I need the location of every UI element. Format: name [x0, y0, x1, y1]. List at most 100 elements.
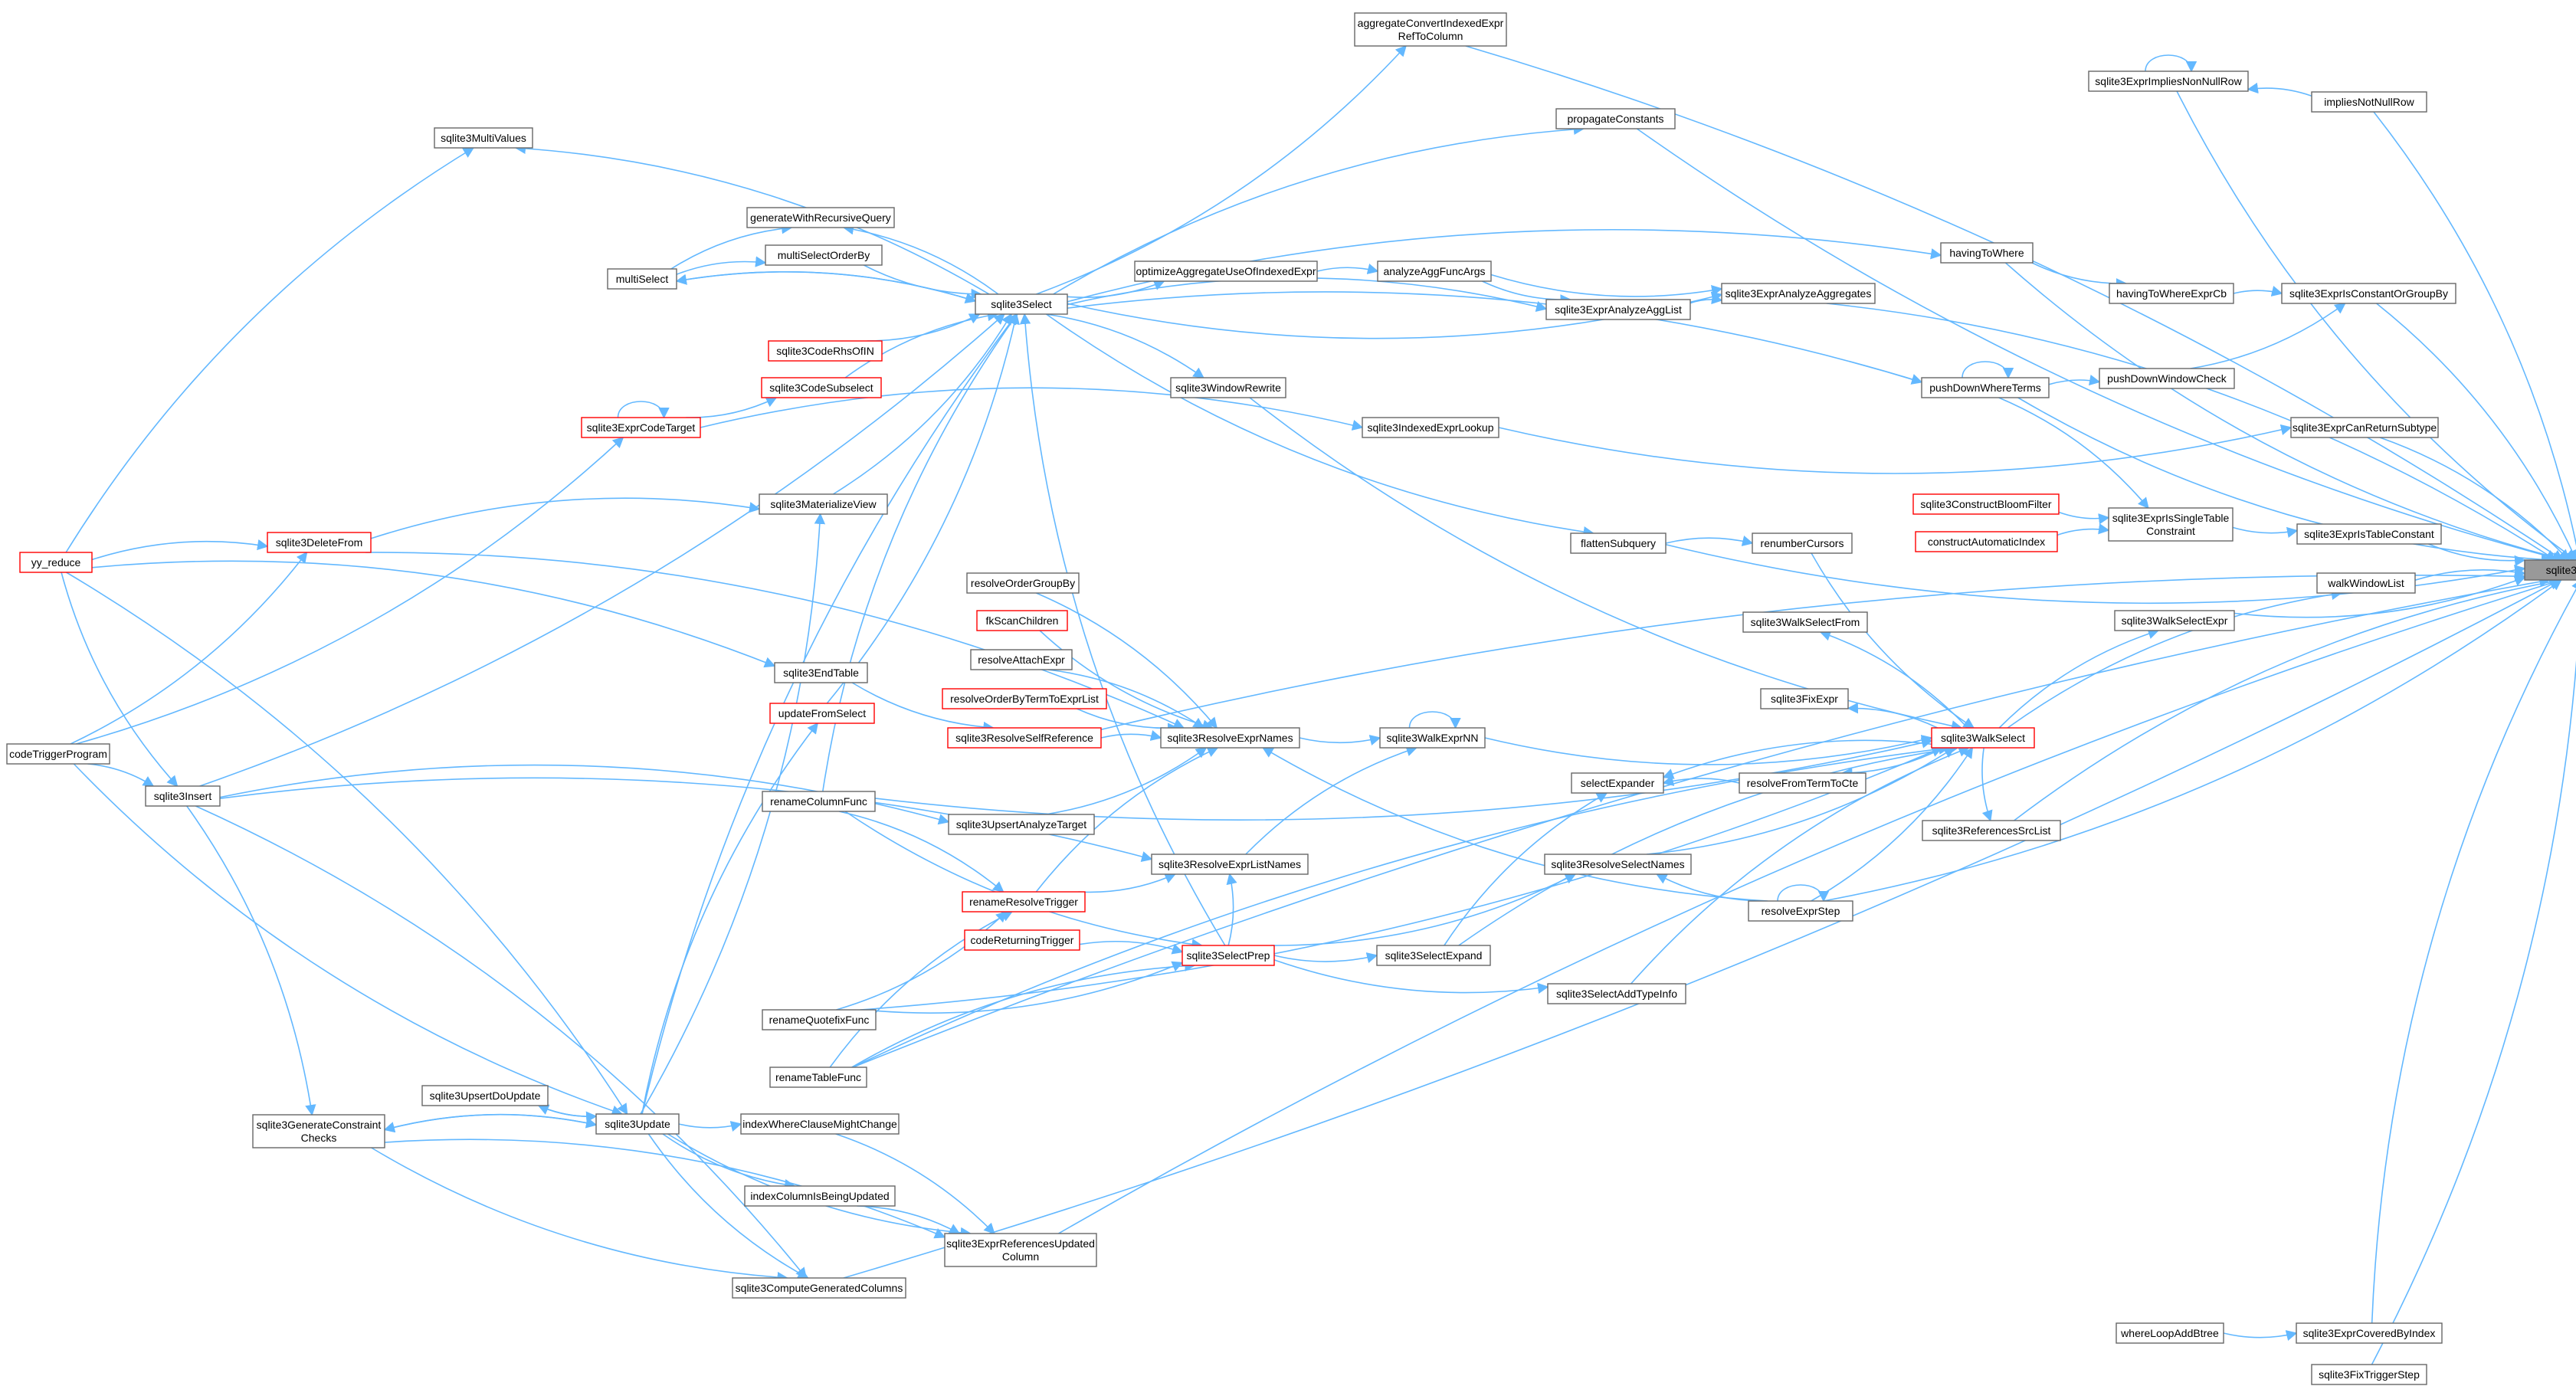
- call-edge: [2031, 262, 2128, 290]
- node-pushDownWhereTerms[interactable]: pushDownWhereTerms: [1921, 377, 2050, 398]
- call-edge: [1819, 630, 1968, 729]
- call-edge: [87, 763, 155, 787]
- node-box: [581, 417, 701, 438]
- node-whereLoopAddBtree[interactable]: whereLoopAddBtree: [2116, 1322, 2224, 1344]
- node-walkSelectFrom[interactable]: sqlite3WalkSelectFrom: [1742, 611, 1868, 633]
- call-edge: [1067, 277, 1548, 313]
- node-exprCanReturnSubtype[interactable]: sqlite3ExprCanReturnSubtype: [2290, 417, 2439, 438]
- node-pushDownWindowCheck[interactable]: pushDownWindowCheck: [2099, 368, 2235, 389]
- node-selectAddTypeInfo[interactable]: sqlite3SelectAddTypeInfo: [1547, 983, 1686, 1004]
- call-edge: [1665, 535, 1754, 546]
- node-constructAutomaticIndex[interactable]: constructAutomaticIndex: [1915, 531, 2058, 552]
- node-sqlite3Update[interactable]: sqlite3Update: [595, 1113, 680, 1135]
- node-optAgg[interactable]: optimizeAggregateUseOfIndexedExpr: [1134, 260, 1318, 282]
- node-exprAnalyzeAggList[interactable]: sqlite3ExprAnalyzeAggList: [1545, 299, 1691, 320]
- node-upsertAnalyzeTarget[interactable]: sqlite3UpsertAnalyzeTarget: [948, 814, 1095, 835]
- node-fkScanChildren[interactable]: fkScanChildren: [976, 610, 1068, 631]
- node-endTable[interactable]: sqlite3EndTable: [774, 662, 868, 683]
- node-walkWindowList[interactable]: walkWindowList: [2316, 572, 2416, 594]
- call-edge: [860, 746, 1943, 1011]
- node-box: [1748, 900, 1853, 922]
- node-fixExpr[interactable]: sqlite3FixExpr: [1760, 688, 1849, 709]
- node-indexWhereClauseMightChange[interactable]: indexWhereClauseMightChange: [740, 1113, 900, 1135]
- node-resolveAttachExpr[interactable]: resolveAttachExpr: [970, 649, 1073, 670]
- node-box: [252, 1114, 385, 1148]
- node-computeGeneratedColumns[interactable]: sqlite3ComputeGeneratedColumns: [732, 1277, 906, 1299]
- node-flattenSubquery[interactable]: flattenSubquery: [1570, 532, 1667, 554]
- node-constructBloomFilter[interactable]: sqlite3ConstructBloomFilter: [1912, 493, 2060, 515]
- node-codeRhsOfIN[interactable]: sqlite3CodeRhsOfIN: [768, 340, 883, 362]
- node-box: [1912, 493, 2060, 515]
- node-updateFromSelect[interactable]: updateFromSelect: [769, 703, 875, 724]
- node-exprIsConstOrGroupBy[interactable]: sqlite3ExprIsConstantOrGroupBy: [2281, 283, 2456, 304]
- node-resolveFromTermToCte[interactable]: resolveFromTermToCte: [1739, 772, 1866, 794]
- node-codeSubselect[interactable]: sqlite3CodeSubselect: [761, 377, 882, 398]
- node-havingToWhereExprCb[interactable]: havingToWhereExprCb: [2109, 283, 2234, 304]
- node-exprAnalyzeAggregates[interactable]: sqlite3ExprAnalyzeAggregates: [1721, 283, 1876, 304]
- node-sqlite3WalkExpr[interactable]: sqlite3WalkExpr: [2524, 559, 2576, 581]
- node-label: selectExpander: [1581, 777, 1655, 789]
- node-selectExpand[interactable]: sqlite3SelectExpand: [1376, 945, 1491, 966]
- call-edge: [1498, 424, 2293, 474]
- node-upsertDoUpdate[interactable]: sqlite3UpsertDoUpdate: [421, 1085, 549, 1106]
- node-selectExpander[interactable]: selectExpander: [1571, 772, 1664, 794]
- node-exprCoveredByIndex[interactable]: sqlite3ExprCoveredByIndex: [2296, 1322, 2443, 1344]
- node-codeTriggerProgram[interactable]: codeTriggerProgram: [6, 743, 110, 765]
- node-impliesNotNullRow[interactable]: impliesNotNullRow: [2311, 91, 2427, 113]
- node-box: [595, 1113, 680, 1135]
- call-edge: [2371, 578, 2576, 1365]
- node-referencesSrcList[interactable]: sqlite3ReferencesSrcList: [1922, 820, 2061, 841]
- node-label: impliesNotNullRow: [2324, 96, 2414, 108]
- node-propagateConstants[interactable]: propagateConstants: [1555, 108, 1676, 129]
- node-codeReturningTrigger[interactable]: codeReturningTrigger: [964, 929, 1080, 951]
- node-windowRewrite[interactable]: sqlite3WindowRewrite: [1170, 377, 1286, 398]
- node-resolveExprListNames[interactable]: sqlite3ResolveExprListNames: [1151, 854, 1309, 875]
- node-yy_reduce[interactable]: yy_reduce: [19, 552, 93, 573]
- node-havingToWhere[interactable]: havingToWhere: [1940, 242, 2034, 264]
- node-exprIsTableConstant[interactable]: sqlite3ExprIsTableConstant: [2296, 523, 2442, 545]
- call-edge: [75, 437, 624, 745]
- node-implNN[interactable]: sqlite3ExprImpliesNonNullRow: [2088, 70, 2249, 92]
- node-label: multiSelectOrderBy: [778, 249, 870, 261]
- node-renameQuotefixFunc[interactable]: renameQuotefixFunc: [762, 1009, 877, 1030]
- node-walkSelectExpr[interactable]: sqlite3WalkSelectExpr: [2114, 610, 2235, 631]
- node-deleteFrom[interactable]: sqlite3DeleteFrom: [267, 532, 372, 553]
- call-edge: [2379, 437, 2570, 562]
- node-renameColumnFunc[interactable]: renameColumnFunc: [762, 791, 876, 812]
- node-selectPrep[interactable]: sqlite3SelectPrep: [1181, 945, 1275, 966]
- node-indexColumnIsBeingUpdated[interactable]: indexColumnIsBeingUpdated: [744, 1185, 896, 1207]
- node-label: sqlite3ExprCoveredByIndex: [2303, 1327, 2436, 1339]
- node-exprCodeTarget[interactable]: sqlite3ExprCodeTarget: [581, 417, 701, 438]
- call-edge: [1046, 313, 1204, 378]
- node-multiSelect[interactable]: multiSelect: [607, 268, 677, 290]
- node-box: [1739, 772, 1866, 794]
- node-multiSelectOrderBy[interactable]: multiSelectOrderBy: [765, 244, 883, 266]
- node-materializeView[interactable]: sqlite3MaterializeView: [759, 493, 888, 515]
- node-resolveExprStep[interactable]: resolveExprStep: [1748, 900, 1853, 922]
- node-resolveSelectNames[interactable]: sqlite3ResolveSelectNames: [1544, 854, 1692, 875]
- node-label: yy_reduce: [31, 556, 81, 568]
- node-resolveOrderByTerm[interactable]: resolveOrderByTermToExprList: [942, 688, 1107, 709]
- node-genRec[interactable]: generateWithRecursiveQuery: [746, 207, 895, 228]
- node-label: sqlite3ExprAnalyzeAggregates: [1726, 287, 1872, 300]
- node-renameResolveTrigger[interactable]: renameResolveTrigger: [962, 891, 1086, 913]
- node-renumberCursors[interactable]: renumberCursors: [1752, 532, 1853, 554]
- node-resolveOrderGroupBy[interactable]: resolveOrderGroupBy: [966, 572, 1080, 594]
- node-sqlite3MultiValues[interactable]: sqlite3MultiValues: [434, 127, 533, 149]
- node-resolveSelfRef[interactable]: sqlite3ResolveSelfReference: [947, 727, 1102, 749]
- node-walkSelect[interactable]: sqlite3WalkSelect: [1931, 727, 2035, 749]
- node-fixTriggerStep[interactable]: sqlite3FixTriggerStep: [2311, 1364, 2427, 1385]
- call-edge: [2004, 262, 2567, 563]
- node-sqlite3Select[interactable]: sqlite3Select: [975, 293, 1068, 315]
- node-walkExprNN[interactable]: sqlite3WalkExprNN: [1379, 727, 1486, 749]
- call-edge: [1484, 735, 1933, 765]
- node-analyzeAggFuncArgs[interactable]: analyzeAggFuncArgs: [1377, 260, 1492, 282]
- node-renameTableFunc[interactable]: renameTableFunc: [769, 1067, 867, 1088]
- node-sqlite3Insert[interactable]: sqlite3Insert: [145, 785, 221, 807]
- node-indexedExprLookup[interactable]: sqlite3IndexedExprLookup: [1362, 417, 1499, 438]
- node-resolveExprNames[interactable]: sqlite3ResolveExprNames: [1160, 727, 1300, 749]
